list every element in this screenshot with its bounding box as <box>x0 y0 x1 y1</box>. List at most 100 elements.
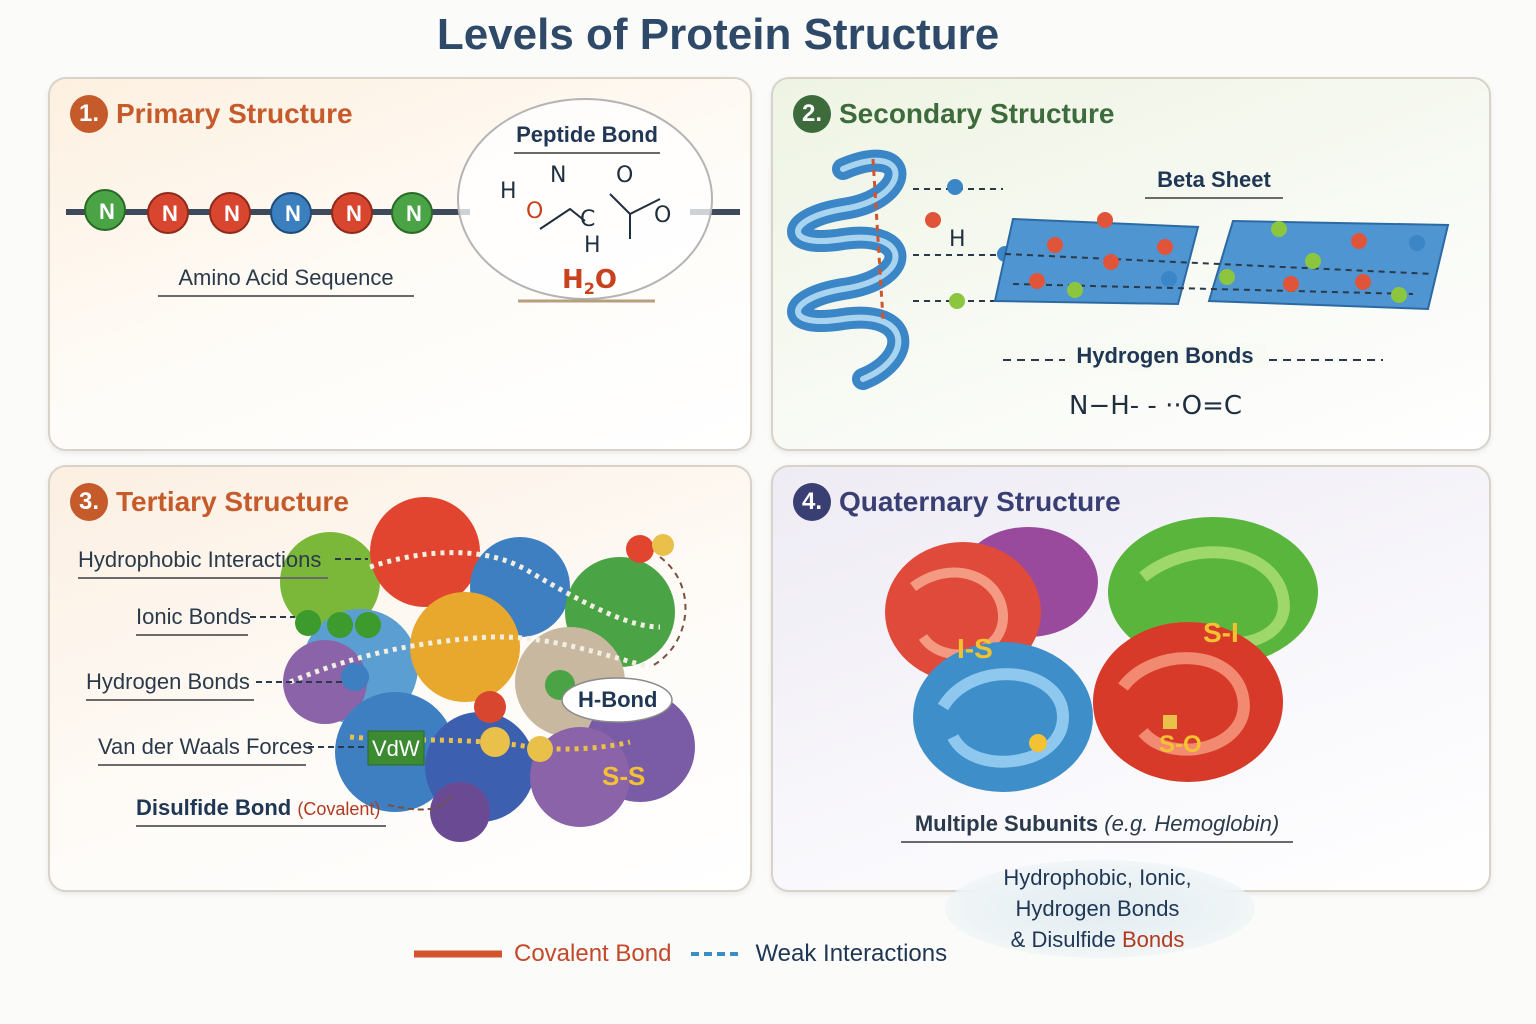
residue-bead <box>84 189 126 231</box>
nitrogen-atom <box>1067 282 1083 298</box>
residue-letter: N <box>162 201 178 226</box>
tertiary-structure-heading: 3. Tertiary Structure <box>70 483 349 521</box>
quaternary-structure-title: Quaternary Structure <box>839 486 1121 517</box>
weak-interactions-swatch <box>691 952 744 956</box>
legend: Covalent Bond Weak Interactions <box>414 940 947 968</box>
atom-o-right: O <box>654 203 672 228</box>
page-title: Levels of Protein Structure <box>436 10 1000 59</box>
oxygen-atom <box>1351 233 1367 249</box>
helix-h-label: H <box>949 227 966 252</box>
nitrogen-atom <box>1271 221 1287 237</box>
oxygen-atom <box>1097 212 1113 228</box>
primary-structure-panel: 1. Primary Structure N N N N N N Amino A… <box>48 77 752 451</box>
forces-line: Hydrophobic, Ionic, <box>1003 865 1192 890</box>
oxygen-atom <box>925 212 941 228</box>
alpha-helix <box>787 149 1450 390</box>
disulfide-ss-tag: S-S <box>602 761 646 791</box>
secondary-structure-panel: 2. Secondary Structure Beta Shee <box>771 77 1491 451</box>
residue-letter: N <box>406 201 422 226</box>
subunit-tag: S-O <box>1159 731 1202 758</box>
covalent-bond-swatch <box>414 950 502 958</box>
folded-protein <box>250 497 695 842</box>
residue-bead <box>147 192 189 234</box>
disulfide-bond-text: Disulfide Bond <box>136 795 292 820</box>
subunit-tag: I-S <box>957 633 993 664</box>
beta-sheet-label: Beta Sheet <box>1145 167 1283 199</box>
ionic-minus-charge <box>355 612 381 638</box>
vdw-tag-box <box>367 730 425 766</box>
hydrophobic-interactions-label: Hydrophobic Interactions <box>78 547 328 579</box>
quaternary-structure-heading: 4. Quaternary Structure <box>793 483 1121 521</box>
h-bond-tag: H-Bond <box>578 687 658 712</box>
quaternary-structure-panel: 4. Quaternary Structure I-S S-I S-O Mult… <box>771 465 1491 892</box>
residue-bead <box>209 192 251 234</box>
oxygen-atom <box>1103 254 1119 270</box>
tertiary-structure-panel: 3. Tertiary Structure <box>48 465 752 892</box>
van-der-waals-label: Van der Waals Forces <box>98 734 313 766</box>
residue-bead <box>331 192 373 234</box>
peptide-bond-label: Peptide Bond <box>514 122 660 154</box>
disulfide-bond-label: Disulfide Bond (Covalent) <box>136 795 386 827</box>
ionic-minus-charge <box>327 612 353 638</box>
hbond-tag-bubble <box>561 677 673 723</box>
subunit-tag: S-I <box>1203 617 1239 648</box>
forces-line: & Disulfide <box>1010 927 1116 952</box>
covalent-note: (Covalent) <box>297 799 381 819</box>
nitrogen-atom <box>1391 287 1407 303</box>
water-o: O <box>594 265 618 295</box>
oxygen-atom <box>1355 274 1371 290</box>
step-number-badge: 1. <box>70 95 108 133</box>
nitrogen-atom <box>1219 269 1235 285</box>
residue-letter: N <box>99 199 115 224</box>
secondary-structure-heading: 2. Secondary Structure <box>793 95 1114 133</box>
water-h: H <box>562 265 584 295</box>
hydrogen-atom <box>1409 235 1425 251</box>
oxygen-atom <box>1047 237 1063 253</box>
peptide-zoom-lens <box>457 98 713 300</box>
residue-bead <box>270 192 312 234</box>
beta-strand-right <box>1207 219 1450 311</box>
hbond-formula: N−H- - ··O=C <box>1069 391 1243 421</box>
oxygen-atom <box>1157 239 1173 255</box>
amino-acid-sequence-label: Amino Acid Sequence <box>158 265 414 297</box>
atom-n: N <box>550 163 567 188</box>
oxygen-atom <box>1283 276 1299 292</box>
hemoglobin-note: (e.g. Hemoglobin) <box>1104 811 1280 836</box>
residue-letter: N <box>224 201 240 226</box>
forces-cloud-text: Hydrophobic, Ionic, Hydrogen Bonds & Dis… <box>960 862 1235 955</box>
atom-h: H <box>500 179 517 204</box>
residue-letter: N <box>346 201 362 226</box>
nitrogen-atom <box>1305 253 1321 269</box>
beta-strand-left <box>993 217 1200 306</box>
vdw-tag: VdW <box>372 736 420 761</box>
primary-structure-heading: 1. Primary Structure <box>70 95 353 133</box>
nitrogen-atom <box>949 293 965 309</box>
secondary-structure-title: Secondary Structure <box>839 98 1115 129</box>
forces-emphasis: Bonds <box>1121 927 1185 952</box>
atom-h-bottom: H <box>584 233 601 258</box>
atom-o-left: O <box>526 199 544 224</box>
weak-interactions-legend-label: Weak Interactions <box>755 940 948 967</box>
multiple-subunits-label: Multiple Subunits (e.g. Hemoglobin) <box>901 811 1293 843</box>
step-number-badge: 4. <box>793 483 831 521</box>
amino-acid-chain <box>66 98 740 303</box>
forces-line-last: & Disulfide Bonds <box>960 924 1235 955</box>
ionic-plus-charge <box>295 610 321 636</box>
primary-structure-title: Primary Structure <box>116 98 353 129</box>
water-label: H2O <box>562 265 617 298</box>
ionic-bonds-label: Ionic Bonds <box>136 604 251 636</box>
forces-cloud <box>945 860 1255 958</box>
residue-letter: N <box>285 201 301 226</box>
hydrogen-atom <box>947 179 963 195</box>
protein-subunits <box>885 517 1318 792</box>
hydrogen-bonds-label: Hydrogen Bonds <box>1065 343 1265 369</box>
oxygen-atom <box>1029 273 1045 289</box>
covalent-bond-legend-label: Covalent Bond <box>514 940 672 967</box>
water-subscript: 2 <box>583 279 595 299</box>
atom-c: C <box>580 207 596 232</box>
subunit-red-bottom <box>1093 622 1283 782</box>
step-number-badge: 3. <box>70 483 108 521</box>
forces-line: Hydrogen Bonds <box>1015 896 1180 921</box>
step-number-badge: 2. <box>793 95 831 133</box>
multiple-subunits-text: Multiple Subunits <box>914 811 1099 836</box>
